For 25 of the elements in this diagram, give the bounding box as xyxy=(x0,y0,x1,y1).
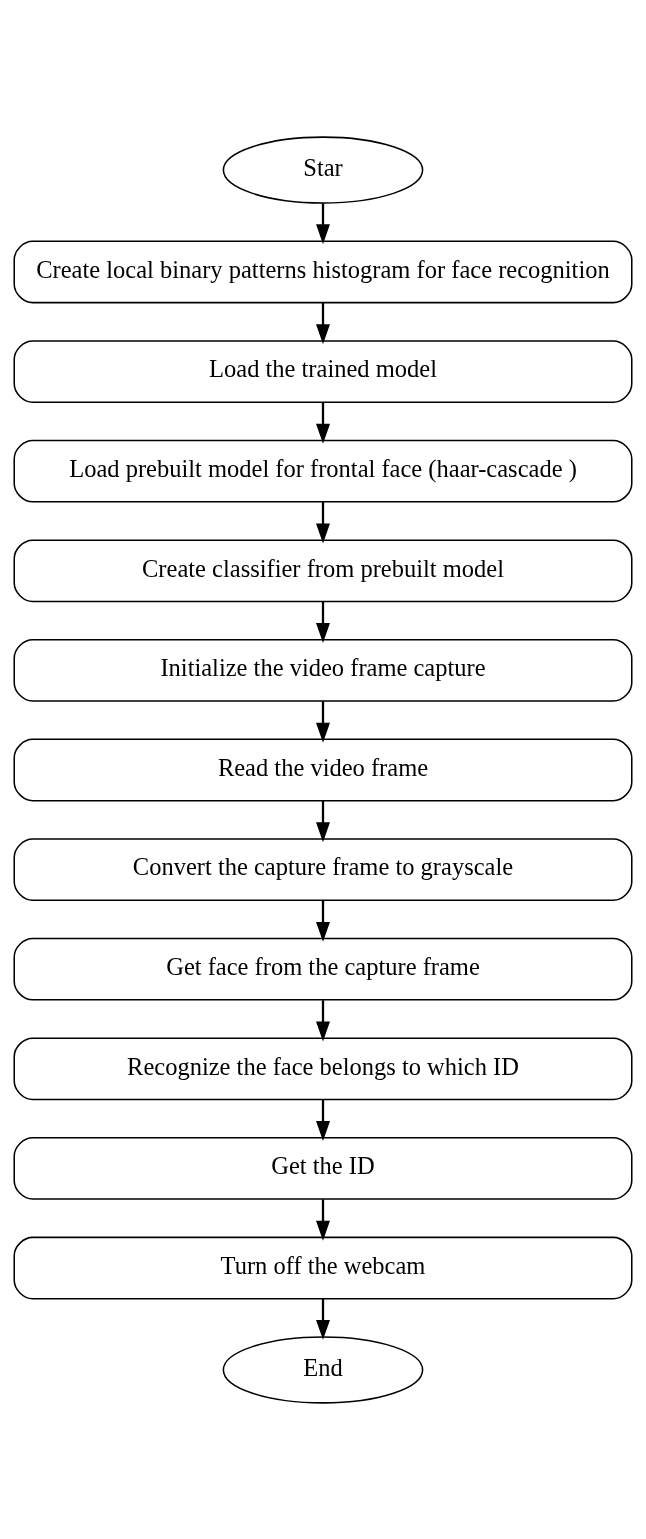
node-box: Convert the capture frame to grayscale xyxy=(13,837,633,901)
node-box: Get the ID xyxy=(13,1136,633,1200)
node-box: Load the trained model xyxy=(13,339,633,403)
arrow xyxy=(316,302,330,344)
arrow xyxy=(316,402,330,444)
node-box: Create local binary patterns histogram for face recognition xyxy=(13,240,633,303)
arrow xyxy=(316,999,330,1041)
node-box: Initialize the video frame capture xyxy=(13,638,633,702)
arrow xyxy=(316,601,330,643)
node-box: Recognize the face belongs to which ID xyxy=(13,1036,633,1100)
node-box: Create classifier from prebuilt model xyxy=(13,538,633,602)
arrow xyxy=(316,1198,330,1241)
node-ellipse: Star xyxy=(222,135,424,204)
arrow xyxy=(316,202,330,244)
node-ellipse: End xyxy=(222,1335,424,1404)
node-box: Load prebuilt model for frontal face (haar-cascade ) xyxy=(13,439,633,503)
arrow xyxy=(316,1298,330,1340)
arrow xyxy=(316,1099,330,1141)
node-box: Turn off the webcam xyxy=(13,1236,633,1299)
node-box: Get face from the capture frame xyxy=(13,937,633,1001)
node-box: Read the video frame xyxy=(13,738,633,801)
arrow xyxy=(316,700,330,743)
arrow xyxy=(316,501,330,543)
arrow xyxy=(316,900,330,942)
arrow xyxy=(316,800,330,842)
